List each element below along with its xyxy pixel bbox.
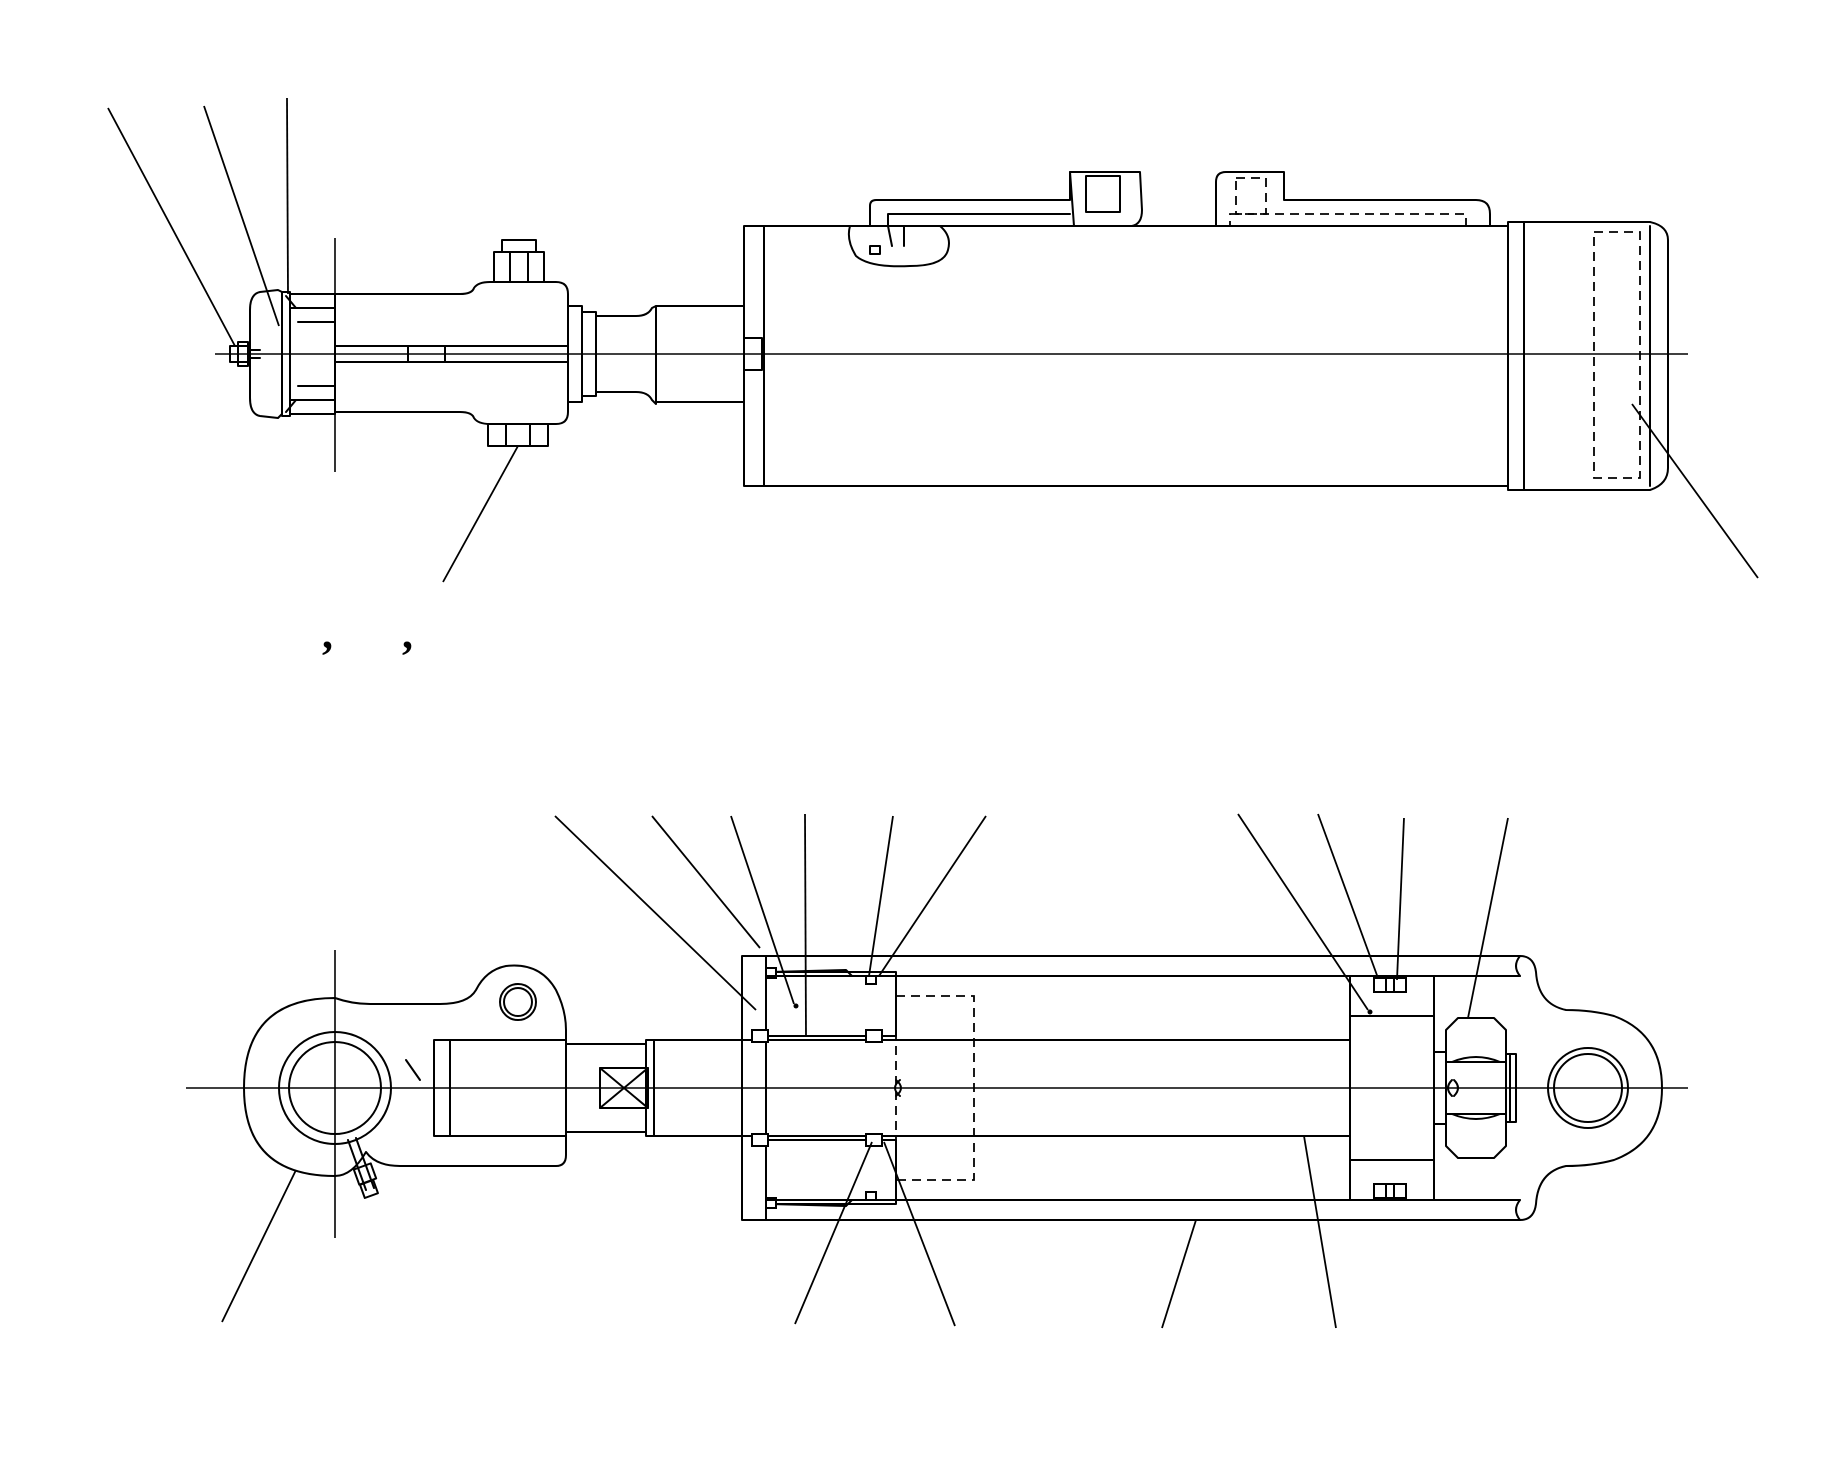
leader-line bbox=[1161, 1219, 1197, 1329]
seal-3 bbox=[865, 1029, 883, 1043]
leader-line bbox=[1303, 1135, 1337, 1329]
seal-7 bbox=[765, 967, 777, 979]
separator-mark-2: , bbox=[402, 609, 413, 658]
leader-line bbox=[878, 815, 987, 977]
top-view-cylinder bbox=[215, 171, 1688, 491]
piston-rod-bottom bbox=[653, 1039, 1351, 1137]
leader-line bbox=[107, 107, 236, 347]
port-block-1 bbox=[847, 171, 1143, 268]
piston-seal-bottom bbox=[1373, 1183, 1407, 1199]
leader-line bbox=[883, 1141, 956, 1327]
leader-line bbox=[1317, 813, 1379, 979]
rod-eye-bottom bbox=[243, 964, 567, 1199]
bottom-view-section bbox=[186, 950, 1688, 1238]
leader-line bbox=[203, 105, 280, 327]
leader-lines bbox=[107, 97, 1759, 1329]
port-block-2 bbox=[1215, 171, 1491, 227]
leader-line bbox=[286, 97, 289, 295]
leader-line bbox=[651, 815, 761, 949]
leader-line bbox=[1237, 813, 1369, 1011]
grease-nipple-top bbox=[229, 341, 261, 367]
leader-line bbox=[442, 445, 519, 583]
rod-clevis-bottom bbox=[433, 1039, 655, 1137]
seal-4 bbox=[865, 1133, 883, 1147]
leader-line bbox=[804, 813, 807, 1037]
leader-line bbox=[554, 815, 757, 1011]
leader-line bbox=[868, 815, 894, 977]
leader-line bbox=[1467, 817, 1509, 1019]
cylinder-tube-top bbox=[743, 221, 1669, 491]
seal-6 bbox=[865, 1191, 877, 1201]
seal-8 bbox=[765, 1197, 777, 1209]
seal-5 bbox=[865, 975, 877, 985]
seal-1 bbox=[751, 1029, 769, 1043]
separator-mark-1: , bbox=[322, 609, 333, 658]
grease-nipple-bottom bbox=[347, 1137, 379, 1199]
seal-2 bbox=[751, 1133, 769, 1147]
leader-line bbox=[730, 815, 795, 1005]
leader-line bbox=[221, 1169, 297, 1323]
rod-end-boss-top bbox=[249, 238, 336, 472]
leader-line bbox=[794, 1141, 873, 1325]
leader-line bbox=[1631, 403, 1759, 579]
rod-clevis-top bbox=[334, 239, 569, 447]
piston-seal-top bbox=[1373, 977, 1407, 993]
piston-nut-bottom bbox=[1433, 1017, 1517, 1159]
bottom-eye-end bbox=[1519, 955, 1663, 1221]
rod-top bbox=[567, 305, 763, 405]
leader-line bbox=[1396, 817, 1405, 981]
